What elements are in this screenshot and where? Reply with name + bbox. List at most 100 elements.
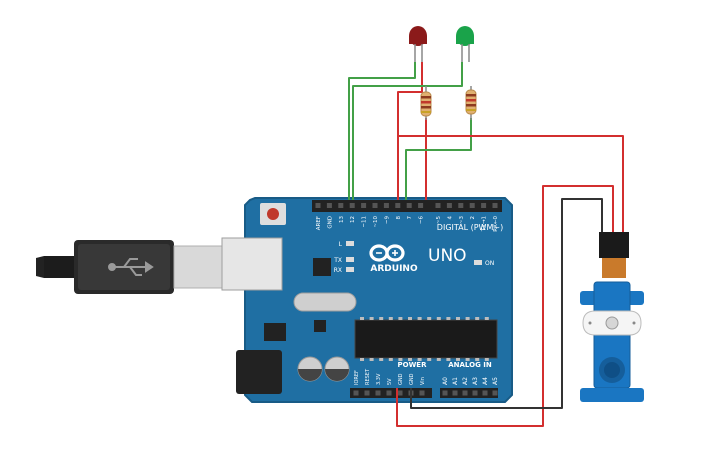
power-pin-socket[interactable] [353,390,359,396]
analog-pin-socket[interactable] [442,390,448,396]
digital-pin-socket[interactable] [315,203,321,208]
digital-pin-socket[interactable] [435,203,441,208]
power-pin-label: GND [398,373,404,385]
resistor-2-band [466,94,476,97]
usb-strain-relief [44,256,74,278]
digital-pin-socket[interactable] [383,203,389,208]
analog-pin-label: A5 [492,377,499,385]
analog-pin-socket[interactable] [482,390,488,396]
servo-lead [602,258,626,278]
wire-servo-ground[interactable] [410,198,603,409]
servo-gear [604,362,620,378]
chip-pin [475,358,480,361]
resistor-2-band [466,109,476,111]
arduino-logo-marks [376,250,398,256]
chip-pin [427,358,432,361]
usb-port [221,237,283,291]
digital-pin-socket[interactable] [418,203,424,208]
digital-pin-socket[interactable] [372,203,378,208]
chip-pin [465,317,470,320]
analog-pin-label: A0 [442,377,449,385]
power-pin-socket[interactable] [397,390,403,396]
servo-motor[interactable] [580,232,644,402]
power-pin-label: 5V [387,378,393,385]
resistor-1-band [421,96,431,99]
power-pin-socket[interactable] [419,390,425,396]
digital-pin-socket[interactable] [481,203,487,208]
digital-pin-label: 13 [339,216,345,223]
chip-pin [379,358,384,361]
digital-pin-label: 4 [447,216,453,220]
l-led-label: L [339,241,343,248]
led-red-base [409,36,427,44]
resistor-2[interactable] [465,86,477,120]
voltage-regulator [264,323,286,341]
wire-resistor2-to-pin8[interactable] [405,118,472,200]
resistor-1-band [421,101,431,104]
digital-pin-label: 2 [470,216,476,220]
wire-red-led-to-pin9[interactable] [397,62,423,200]
wire-green-led-cathode-to-gnd[interactable] [352,62,463,200]
power-pin-socket[interactable] [375,390,381,396]
wire-servo-power[interactable] [396,185,614,427]
rx-led [346,267,354,272]
resistor-1-band [421,106,431,109]
l-led [346,241,354,246]
power-pin-label: GND [409,373,415,385]
analog-pin-socket[interactable] [492,390,498,396]
servo-horn-screw-icon [605,316,619,330]
digital-pin-socket[interactable] [492,203,498,208]
wire-servo-signal[interactable] [397,135,624,240]
wire-red-led-cathode-to-gnd[interactable] [348,62,416,200]
chip-pin [484,358,489,361]
resistor-2-band [466,99,476,102]
digital-pin-socket[interactable] [338,203,344,208]
led-green[interactable] [456,26,474,62]
analog-pin-label: A1 [452,377,459,385]
resistor-1-band [421,111,431,113]
on-label: ON [485,260,494,267]
digital-pin-socket[interactable] [406,203,412,208]
analog-pin-socket[interactable] [472,390,478,396]
resistor-1[interactable] [420,86,432,120]
digital-pin-label: ~10 [373,216,379,228]
digital-pin-socket[interactable] [361,203,367,208]
usb-cable[interactable] [36,240,223,294]
power-pin-socket[interactable] [364,390,370,396]
led-red[interactable] [409,26,427,62]
on-led [474,260,482,265]
chip-pin [398,358,403,361]
power-pin-socket[interactable] [386,390,392,396]
servo-horn-hole [632,321,636,325]
analog-pin-socket[interactable] [462,390,468,396]
chip-pin [398,317,403,320]
analog-pin-label: A3 [472,377,479,385]
arduino-logo-icon [369,244,405,262]
atmega-chip [354,319,498,359]
chip-pin [408,358,412,361]
digital-pin-label: ~9 [384,216,390,225]
model-text: UNO [428,246,467,266]
digital-pin-socket[interactable] [458,203,464,208]
power-pin-label: Vin [420,377,426,385]
atmega-chip-pins [360,317,489,361]
tx-led [346,257,354,262]
tx-led-label: TX [333,257,342,264]
digital-pin-socket[interactable] [395,203,401,208]
chip-pin [465,358,470,361]
analog-pin-label: A4 [482,377,489,385]
digital-pin-label: 12 [350,216,356,223]
digital-pin-socket[interactable] [349,203,355,208]
digital-pin-sockets [315,203,498,208]
digital-pin-label: ~6 [419,216,425,225]
bottom-pin-sockets [353,390,498,396]
digital-pin-socket[interactable] [326,203,332,208]
usb-connector-metal [173,245,223,289]
digital-pin-socket[interactable] [446,203,452,208]
digital-pin-socket[interactable] [469,203,475,208]
analog-pin-socket[interactable] [452,390,458,396]
